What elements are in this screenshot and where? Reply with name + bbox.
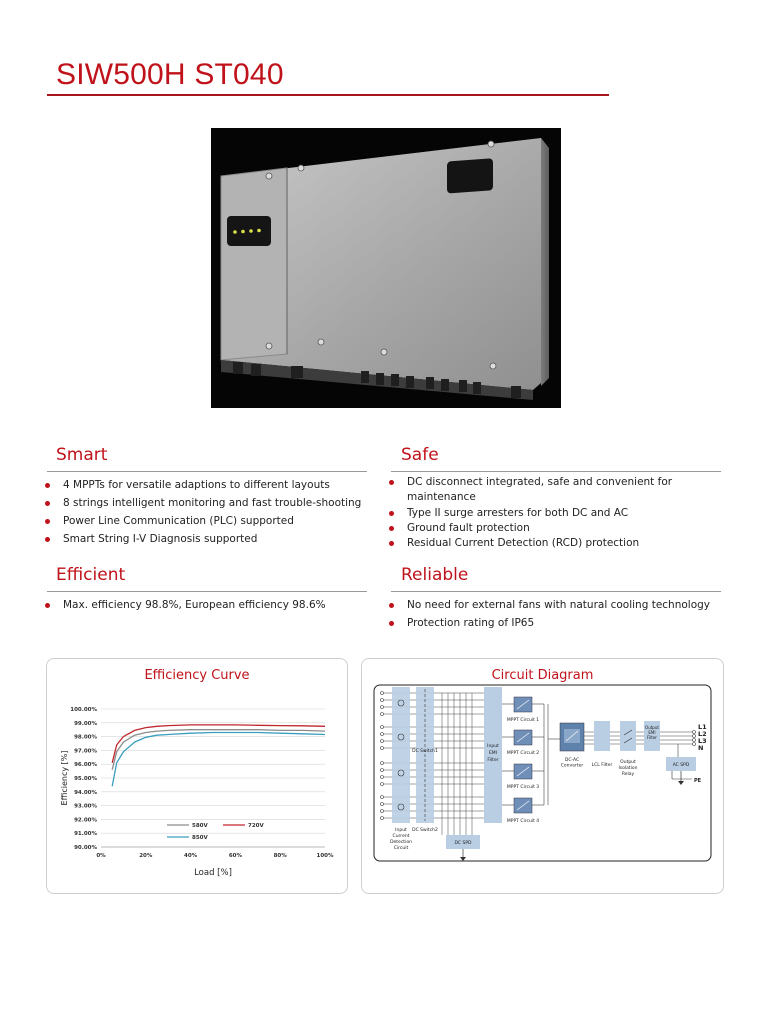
mppt1-label: MPPT Circuit 1 [507,717,539,723]
list-item: 8 strings intelligent monitoring and fas… [43,496,373,511]
y-tick-label: 95.00% [74,776,97,782]
n-label: N [698,744,703,752]
y-tick-label: 90.00% [74,845,97,851]
y-axis-label: Efficiency [%] [60,751,69,806]
list-item: Protection rating of IP65 [387,616,722,631]
y-tick-label: 97.00% [74,748,97,754]
efficient-divider [47,591,367,592]
y-tick-label: 99.00% [74,721,97,727]
y-tick-label: 92.00% [74,817,97,823]
legend-label: 580V [192,823,208,829]
y-tick-label: 98.00% [74,735,97,741]
mppt4-label: MPPT Circuit 4 [507,818,539,824]
dc-switch1-label: DC Switch1 [412,748,438,754]
smart-heading: Smart [56,445,108,465]
dc-spd-label: DC SPD [454,840,472,846]
series-line-850V [111,731,326,787]
smart-divider [47,471,367,472]
list-item: Residual Current Detection (RCD) protect… [387,536,722,551]
l1-label: L1 [698,723,707,731]
safe-list: DC disconnect integrated, safe and conve… [387,475,722,551]
x-tick-label: 0% [96,853,106,859]
efficiency-chart: 90.00% 91.00% 92.00% 93.00% 94.00% 95.00% 96.0… [60,707,334,878]
efficiency-curve-panel: Efficiency Curve 90.00% 91.00% 92.00% 93.00… [46,658,348,894]
pe-label: PE [694,778,702,784]
page-title: SIW500H ST040 [56,58,284,91]
safe-heading: Safe [401,445,439,465]
safe-divider [391,471,721,472]
list-item: Max. efficiency 98.8%, European efficien… [43,598,373,613]
inverter-illustration [220,138,549,400]
ac-spd-label: AC SPD [673,762,690,768]
circuit-diagram-title: Circuit Diagram [491,668,594,683]
y-tick-label: 96.00% [74,762,97,768]
y-tick-label: 91.00% [74,831,97,837]
dc-switch2-label: DC Switch2 [412,827,438,833]
circuit-diagram-panel: Circuit Diagram DC Switch1 DC Switch2 In [361,658,724,894]
reliable-list: No need for external fans with natural c… [387,598,722,634]
series-line-720V [111,724,326,763]
y-tick-label: 100.00% [70,707,97,713]
mppt2-label: MPPT Circuit 2 [507,750,539,756]
list-item: No need for external fans with natural c… [387,598,722,613]
legend-label: 720V [248,823,264,829]
list-item: Power Line Communication (PLC) supported [43,514,373,529]
list-item: DC disconnect integrated, safe and conve… [387,475,722,505]
l3-label: L3 [698,737,707,745]
reliable-heading: Reliable [401,565,469,585]
reliable-divider [391,591,721,592]
list-item: Smart String I-V Diagnosis supported [43,532,373,547]
list-item: Type II surge arresters for both DC and … [387,506,722,521]
mppt3-label: MPPT Circuit 3 [507,784,539,790]
x-tick-label: 20% [139,853,153,859]
legend-label: 850V [192,835,208,841]
x-tick-label: 80% [274,853,288,859]
l2-label: L2 [698,730,707,738]
product-image [211,128,561,408]
x-tick-label: 100% [317,853,334,859]
x-tick-label: 40% [184,853,198,859]
y-tick-label: 94.00% [74,790,97,796]
list-item: 4 MPPTs for versatile adaptions to diffe… [43,478,373,493]
series-line-580V [111,729,326,770]
x-axis-label: Load [%] [194,868,232,878]
list-item: Ground fault protection [387,521,722,536]
efficient-list: Max. efficiency 98.8%, European efficien… [43,598,373,616]
efficient-heading: Efficient [56,565,126,585]
lcl-label: LCL Filter [592,762,613,768]
title-divider [47,94,609,96]
y-tick-label: 93.00% [74,804,97,810]
smart-list: 4 MPPTs for versatile adaptions to diffe… [43,478,373,550]
efficiency-curve-title: Efficiency Curve [144,668,250,683]
x-tick-label: 60% [229,853,243,859]
